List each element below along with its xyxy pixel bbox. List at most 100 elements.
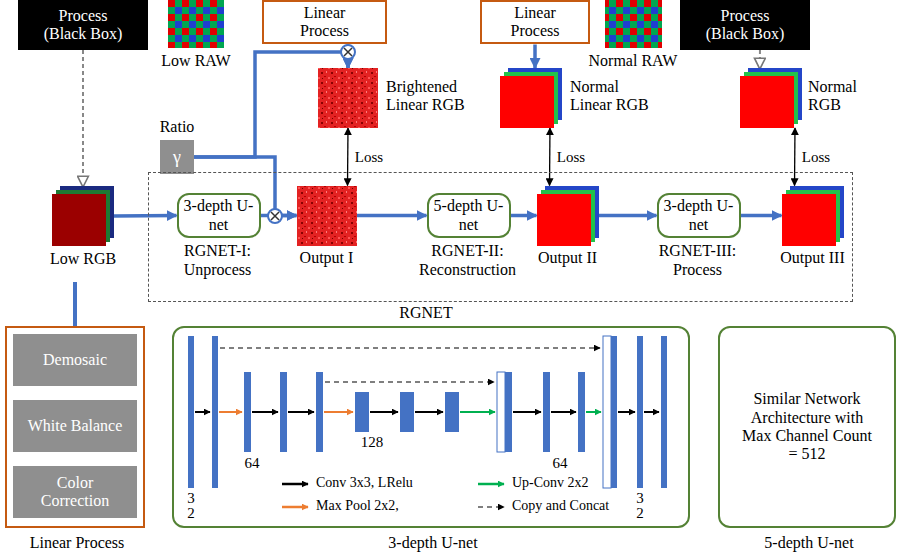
feature-bar [637, 336, 643, 488]
node-caption: Output I [282, 249, 372, 267]
node-caption: Low RAW [154, 52, 238, 70]
multiply-circle [268, 209, 282, 223]
conv-arrow [415, 411, 443, 413]
loss-label: Loss [800, 149, 832, 166]
feature-bar [505, 372, 512, 452]
rgb-stack [782, 186, 844, 246]
unet-box: 3-depth U-netRGNET-I: Unprocess [177, 193, 261, 238]
node-caption: RGNET-II: Reconstruction [398, 242, 538, 279]
rgb-stack [537, 186, 599, 246]
node-caption: Output III [768, 249, 858, 267]
node-caption: 5-depth U-net [720, 534, 898, 552]
conv-arrow [551, 411, 576, 413]
node-text: Demosaic [43, 351, 107, 369]
node-text: Process (Black Box) [699, 7, 791, 44]
feature-bar [188, 336, 194, 488]
feature-bar [355, 392, 369, 432]
rgb-image: Output I [297, 186, 357, 246]
feature-bar [611, 336, 617, 488]
flow-arrow [741, 214, 782, 218]
unet-box: 3-depth U-netRGNET-III: Process [657, 193, 741, 238]
rgb-image: Output II [537, 186, 599, 246]
process-arrow [759, 50, 761, 68]
node-caption: RGNET [386, 304, 466, 322]
ratio-box: Ratioγ [160, 140, 194, 174]
multiply-cross [344, 48, 352, 56]
step-box: Color Correction [13, 466, 137, 518]
copy-arrow [325, 381, 494, 382]
rgb-image: Normal Linear RGB [500, 68, 562, 128]
feature-bar [212, 336, 218, 488]
step-box: White Balance [13, 400, 137, 452]
node-caption: Normal Linear RGB [570, 78, 652, 115]
architecture-panel: Similar Network Architecture with Max Ch… [718, 326, 896, 528]
loss-arrow [794, 128, 796, 186]
feature-bar [280, 372, 287, 452]
node-caption: Normal RAW [583, 52, 683, 70]
feature-bar [543, 372, 550, 452]
process-arrow [82, 50, 84, 186]
raw-mosaic [168, 0, 224, 48]
node-caption: RGNET-III: Process [638, 242, 758, 279]
flow-arrow [114, 214, 177, 218]
node-caption: Brightened Linear RGB [386, 78, 478, 115]
legend-sample [282, 506, 308, 509]
feature-bar [578, 372, 585, 452]
feature-bar [316, 372, 323, 452]
raw-image: Low RAW [168, 0, 224, 48]
channel-count: 3 2 [186, 491, 196, 521]
node-text: Linear Process [500, 4, 570, 41]
architecture-panel: 3-depth U-net [172, 326, 690, 528]
node-text: 5-depth U-net [434, 197, 504, 234]
node-text: 3-depth U-net [664, 197, 734, 234]
conv-arrow [618, 411, 635, 413]
red-channel [537, 194, 591, 246]
multiply-circle [341, 45, 355, 59]
raw-mosaic [605, 0, 662, 48]
red-channel [740, 76, 794, 128]
legend-sample [478, 506, 504, 507]
node-caption: Output II [523, 249, 613, 267]
upconv-arrow [586, 411, 601, 413]
concat-bar [497, 372, 505, 452]
conv-arrow [195, 411, 210, 413]
node-caption: Low RGB [42, 250, 124, 268]
process-box: Linear Process [262, 0, 387, 44]
rgb-image: Brightened Linear RGB [318, 68, 378, 128]
rgb-stack [52, 186, 114, 246]
channel-count: 64 [548, 456, 572, 471]
pool-arrow [324, 411, 353, 413]
flow-arrow [357, 214, 427, 218]
channel-count: 3 2 [635, 491, 645, 521]
channel-count: 128 [355, 435, 389, 450]
loss-label: Loss [555, 149, 587, 166]
node-text: White Balance [28, 417, 123, 435]
legend-text: Max Pool 2x2, [316, 498, 399, 515]
feature-bar [661, 336, 667, 488]
legend-text: Conv 3x3, LRelu [316, 475, 413, 492]
rgb-stack [740, 68, 802, 128]
unet-arrows [195, 348, 659, 412]
conv-arrow [252, 411, 278, 413]
multiply-symbol [341, 45, 355, 59]
black-box-process: Process (Black Box) [18, 0, 148, 50]
node-caption: 3-depth U-net [353, 534, 513, 552]
node-text: γ [173, 147, 181, 168]
node-caption: Ratio [148, 118, 206, 136]
pool-arrow [219, 411, 242, 413]
feature-bar [445, 392, 459, 432]
process-box: Linear Process [480, 0, 590, 44]
raw-image: Normal RAW [605, 0, 662, 48]
flow-arrow [533, 44, 537, 68]
red-channel [782, 194, 836, 246]
feature-bar [244, 372, 251, 452]
rgb-image: Normal RGB [740, 68, 802, 128]
rgb-stack [500, 68, 562, 128]
unet-box: 5-depth U-netRGNET-II: Reconstruction [427, 193, 511, 238]
black-box-process: Process (Black Box) [680, 0, 810, 50]
node-caption: Normal RGB [808, 78, 870, 115]
red-channel [500, 76, 554, 128]
legend-text: Copy and Concat [512, 498, 609, 515]
concat-bar [603, 336, 611, 488]
